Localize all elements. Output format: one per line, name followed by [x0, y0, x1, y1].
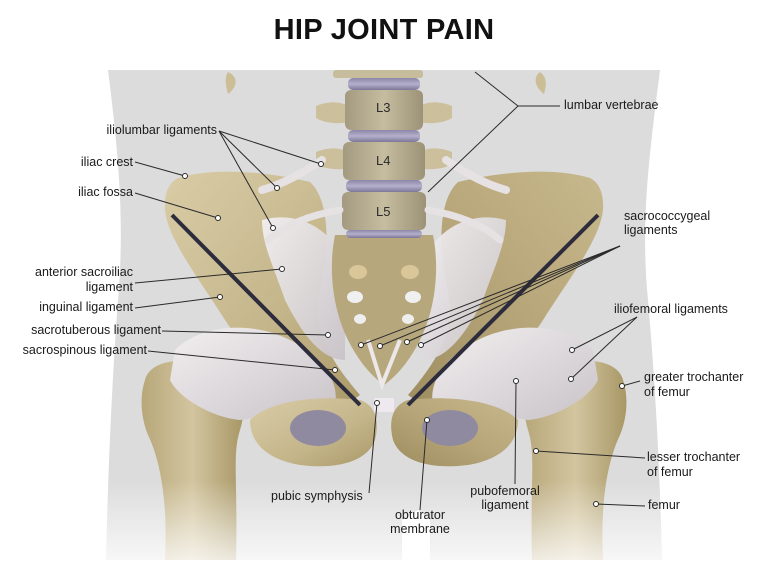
- inguinal-band-right: [406, 213, 600, 407]
- ligament-area-left: [262, 217, 345, 360]
- label-pubofemoral-ligament-line1: pubofemoral: [470, 484, 540, 498]
- label-sacrococcygeal-ligaments-line1: sacrococcygeal: [624, 209, 711, 223]
- diagram-title: HIP JOINT PAIN: [273, 14, 495, 46]
- label-obturator-membrane-line2: membrane: [390, 522, 450, 536]
- label-iliac-fossa: iliac fossa: [78, 185, 133, 199]
- label-sacrospinous-ligament: sacrospinous ligament: [22, 343, 147, 357]
- hip-capsule-left: [170, 327, 336, 420]
- label-lesser-trochanter-line2: of femur: [647, 465, 693, 479]
- hip-capsule-right: [432, 327, 598, 420]
- label-iliofemoral-ligaments: iliofemoral ligaments: [614, 302, 728, 316]
- label-lesser-trochanter-line1: lesser trochanter: [647, 450, 741, 464]
- label-greater-trochanter-line2: of femur: [644, 385, 690, 399]
- obturator-foramen-right: [422, 410, 478, 446]
- vertebra-l5-label: L5: [376, 204, 391, 219]
- lumbar-spine: [316, 70, 452, 238]
- label-inguinal-ligament: inguinal ligament: [39, 300, 133, 314]
- obturator-foramen-left: [290, 410, 346, 446]
- leader-lines: [134, 71, 646, 511]
- label-sacrococcygeal-ligaments-line2: ligaments: [624, 223, 678, 237]
- label-sacrotuberous-ligament: sacrotuberous ligament: [31, 323, 161, 337]
- leader-endpoints: [182, 161, 625, 507]
- label-iliolumbar-ligaments: iliolumbar ligaments: [106, 123, 217, 137]
- vertebra-l4-label: L4: [376, 153, 391, 168]
- label-femur: femur: [648, 498, 680, 512]
- label-pubofemoral-ligament-line2: ligament: [481, 498, 529, 512]
- rib-left: [225, 72, 236, 94]
- rib-right: [535, 72, 546, 94]
- label-iliac-crest: iliac crest: [80, 155, 133, 169]
- vertebra-l3-label: L3: [376, 100, 391, 115]
- label-pubic-symphysis: pubic symphysis: [271, 489, 363, 503]
- ligament-area-right: [423, 217, 506, 360]
- label-anterior-sacroiliac-ligament-line2: ligament: [85, 280, 133, 294]
- label-obturator-membrane-line1: obturator: [394, 508, 446, 522]
- label-lumbar-vertebrae: lumbar vertebrae: [564, 98, 659, 112]
- label-greater-trochanter-line1: greater trochanter: [644, 370, 744, 384]
- inguinal-band-left: [170, 213, 362, 407]
- label-anterior-sacroiliac-ligament-line1: anterior sacroiliac: [35, 265, 133, 279]
